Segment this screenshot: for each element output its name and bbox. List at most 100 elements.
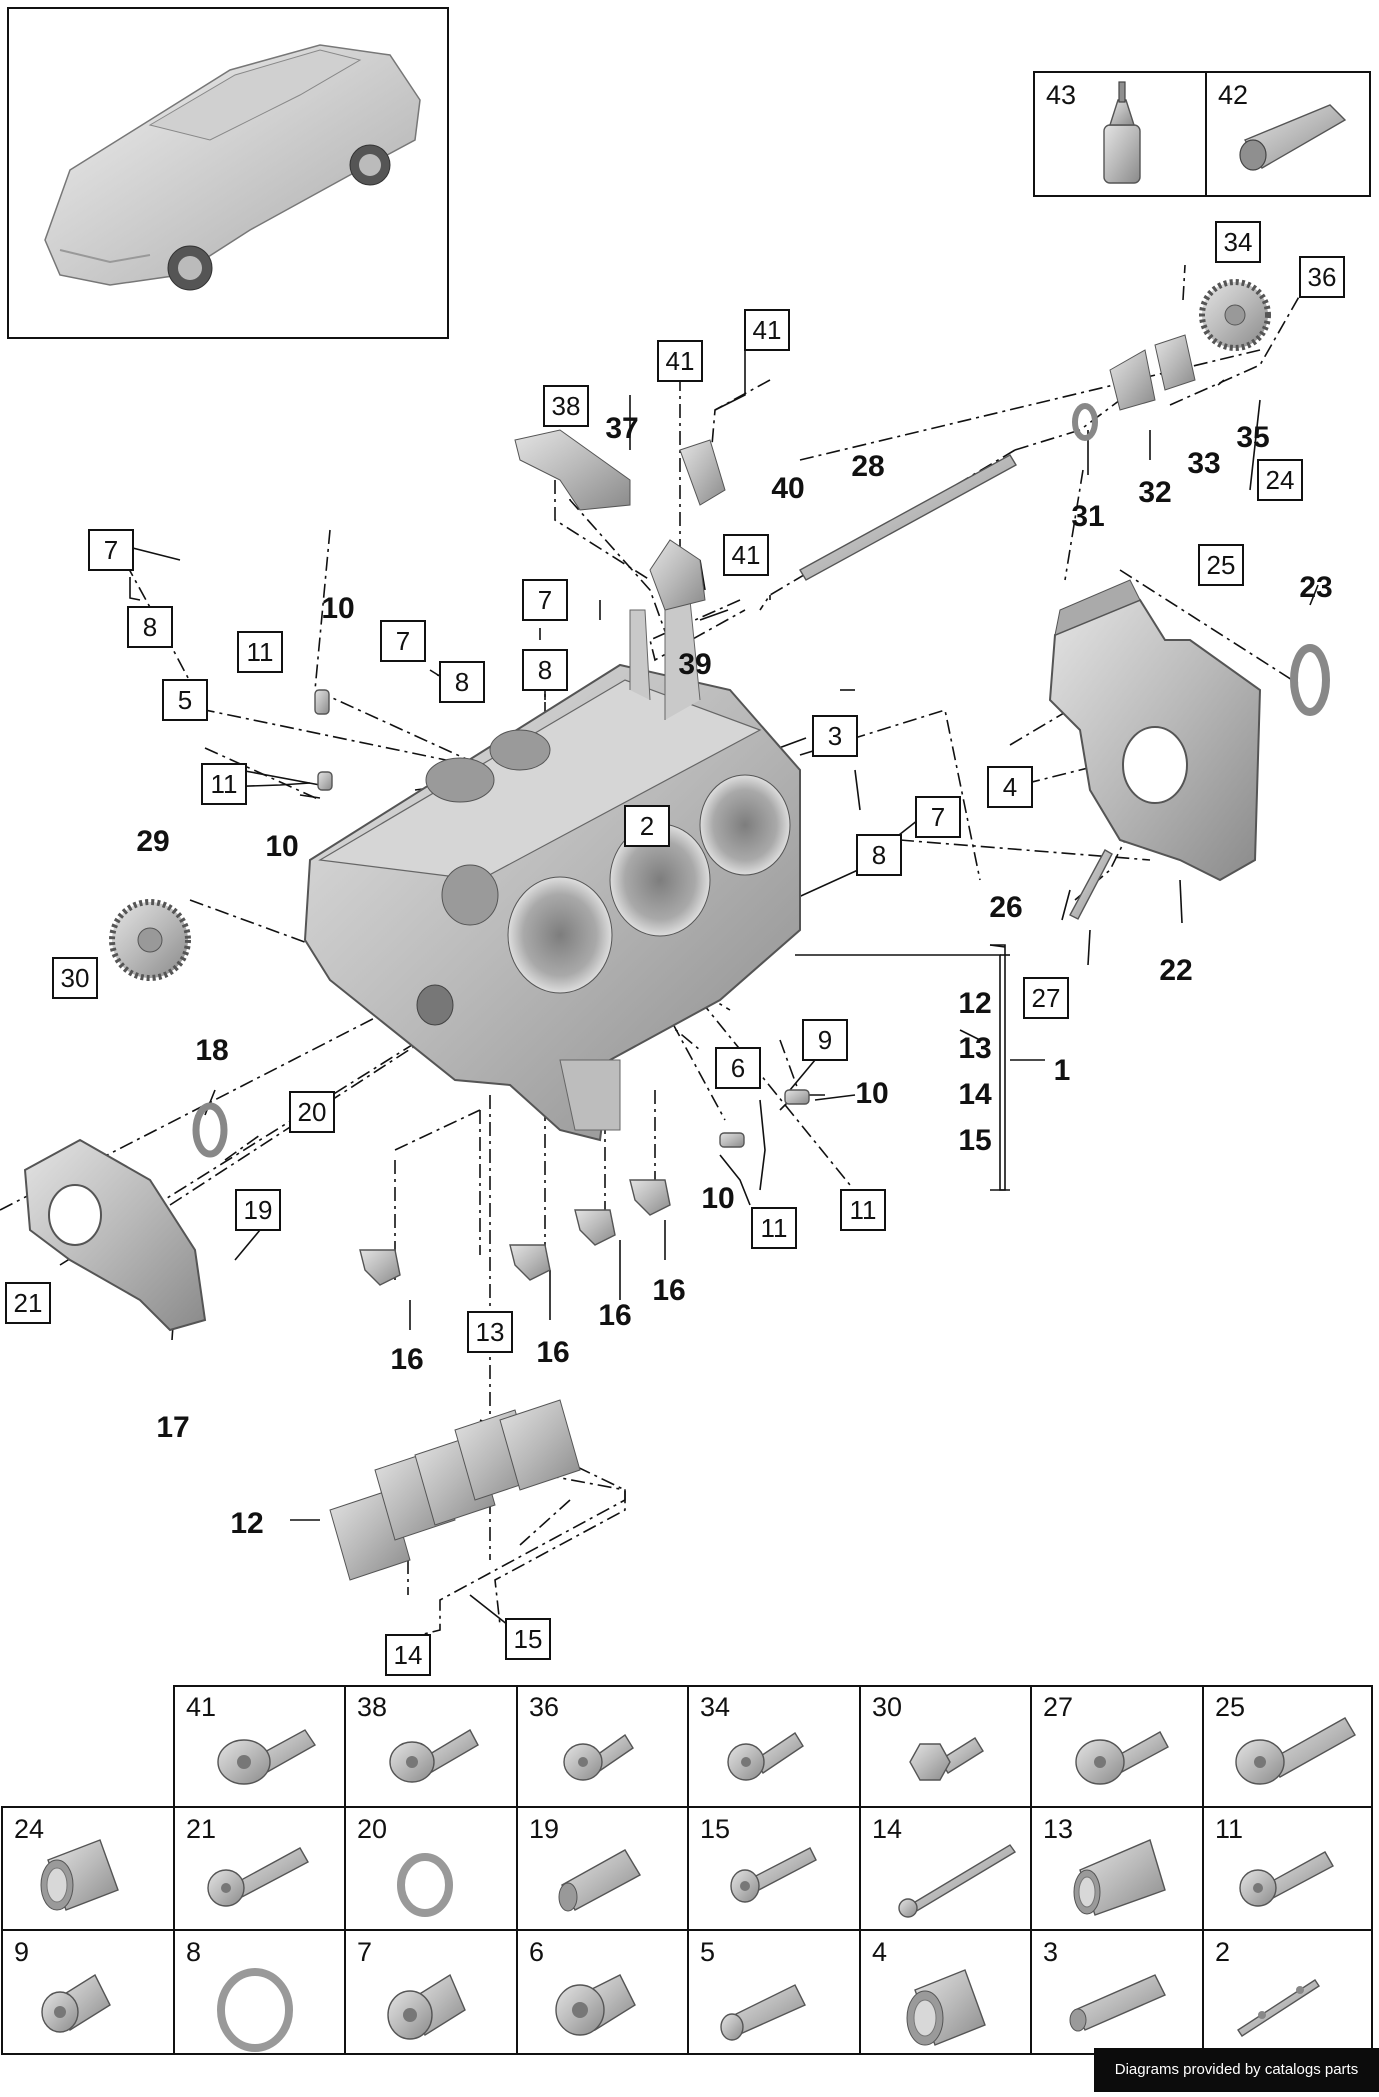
parts-row: 41 38 36 34 30 27: [186, 1692, 1356, 1785]
callout-39: 39: [678, 648, 711, 681]
svg-text:3: 3: [828, 721, 842, 751]
torx-bolt-icon: [389, 1729, 479, 1783]
part-number: 38: [357, 1692, 387, 1722]
callout-16: 16: [390, 1343, 423, 1376]
intermediate-shaft: [799, 454, 1017, 581]
part-number: 9: [14, 1937, 29, 1967]
boxed-callout-41: 41: [744, 309, 790, 351]
screw-plug-icon: [387, 1973, 466, 2040]
dowel-pin-icon: [558, 1849, 641, 1912]
part-cell: 13: [1043, 1814, 1166, 1916]
callout-10: 10: [855, 1077, 888, 1110]
boxed-callout-11: 11: [840, 1189, 886, 1231]
svg-text:14: 14: [394, 1640, 423, 1670]
part-cell: 27: [1043, 1692, 1169, 1785]
part-cell: 25: [1215, 1692, 1356, 1785]
svg-text:38: 38: [552, 391, 581, 421]
boxed-callout-3: 3: [812, 715, 858, 757]
part-cell: 9: [14, 1937, 111, 2033]
svg-text:7: 7: [931, 802, 945, 832]
callout-22: 22: [1159, 954, 1192, 987]
part-number: 24: [14, 1814, 44, 1844]
part-number: 27: [1043, 1692, 1073, 1722]
part-cell: 2: [1215, 1937, 1320, 2037]
pin-icon: [720, 1984, 806, 2041]
torx-bolt-icon: [563, 1733, 634, 1781]
svg-text:20: 20: [298, 1097, 327, 1127]
boxed-callout-8: 8: [127, 606, 173, 648]
boxed-callout-8: 8: [439, 661, 485, 703]
boxed-callout-21: 21: [5, 1282, 51, 1324]
callout-16: 16: [598, 1299, 631, 1332]
svg-text:7: 7: [104, 535, 118, 565]
boxed-callout-25: 25: [1198, 544, 1244, 586]
part-number: 5: [700, 1937, 715, 1967]
svg-text:24: 24: [1266, 465, 1295, 495]
part-cell: 14: [872, 1814, 1017, 1918]
part-number: 6: [529, 1937, 544, 1967]
part-cell: 15: [700, 1814, 817, 1903]
part-number: 20: [357, 1814, 387, 1844]
part-number: 41: [186, 1692, 216, 1722]
rear-cover: [1048, 579, 1262, 882]
boxed-callout-15: 15: [505, 1618, 551, 1660]
callout-13: 13: [958, 1032, 991, 1065]
svg-text:11: 11: [211, 769, 238, 799]
boxed-callout-41: 41: [723, 534, 769, 576]
shaft-seal: [1290, 644, 1330, 716]
boxed-callout-30: 30: [52, 957, 98, 999]
sleeve-icon: [1069, 1974, 1166, 2032]
torx-bolt-icon: [217, 1729, 317, 1785]
sprocket-gear: [109, 899, 191, 981]
boxed-callout-11: 11: [751, 1207, 797, 1249]
svg-text:9: 9: [818, 1025, 832, 1055]
boxed-callout-38: 38: [543, 385, 589, 427]
long-bolt-icon: [898, 1844, 1017, 1918]
part-cell: 20: [357, 1814, 453, 1917]
svg-text:34: 34: [1224, 227, 1253, 257]
parts-table: 41 38 36 34 30 27: [1, 1685, 1373, 2055]
boxed-callout-7: 7: [88, 529, 134, 571]
main-bearing-caps: [329, 1399, 581, 1581]
part-cell: 30: [872, 1692, 984, 1781]
hex-bolt-icon: [909, 1737, 984, 1781]
consumables-panel: 43 42: [1033, 71, 1371, 197]
parts-row: 9 8 7 6 5 4 3: [14, 1937, 1320, 2052]
callout-1: 1: [1054, 1054, 1071, 1087]
sensor-parts: [314, 689, 810, 1148]
boxed-callout-19: 19: [235, 1189, 281, 1231]
callout-15: 15: [958, 1124, 991, 1157]
part-number: 30: [872, 1692, 902, 1722]
torx-bolt-icon: [207, 1847, 309, 1907]
boxed-callout-8: 8: [522, 649, 568, 691]
svg-text:6: 6: [731, 1053, 745, 1083]
svg-text:11: 11: [761, 1213, 788, 1243]
mounting-brackets: [514, 429, 726, 611]
consumable-number: 42: [1218, 80, 1248, 110]
callout-16: 16: [536, 1336, 569, 1369]
callout-10: 10: [321, 592, 354, 625]
callout-28: 28: [851, 450, 884, 483]
part-cell: 24: [14, 1814, 119, 1911]
oil-bottle-icon: [1103, 81, 1141, 184]
boxed-callout-27: 27: [1023, 977, 1069, 1019]
callout-40: 40: [771, 472, 804, 505]
part-number: 8: [186, 1937, 201, 1967]
boxed-callout-41: 41: [657, 340, 703, 382]
callout-17: 17: [156, 1411, 189, 1444]
part-number: 21: [186, 1814, 216, 1844]
boxed-callout-36: 36: [1299, 256, 1345, 298]
svg-text:36: 36: [1308, 262, 1337, 292]
svg-text:13: 13: [476, 1317, 505, 1347]
part-cell: 8: [186, 1937, 293, 2052]
grease-tube-icon: [1239, 104, 1347, 171]
vehicle-thumbnail: [7, 7, 449, 339]
svg-text:21: 21: [14, 1288, 43, 1318]
boxed-callout-24: 24: [1257, 459, 1303, 501]
boxed-callout-2: 2: [624, 805, 670, 847]
boxed-callout-7: 7: [380, 620, 426, 662]
boxed-callout-13: 13: [467, 1311, 513, 1353]
boxed-callout-11: 11: [237, 631, 283, 673]
